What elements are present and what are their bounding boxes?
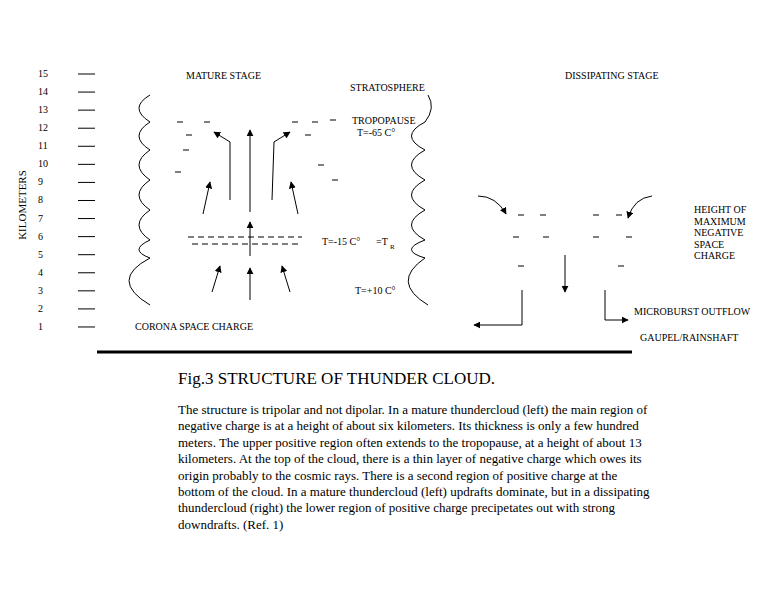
axis-tick xyxy=(78,164,95,165)
axis-ticks xyxy=(78,74,95,327)
figure-label: =T xyxy=(376,236,388,248)
figure-label: T=-65 C° xyxy=(357,127,395,139)
negative-charge xyxy=(513,215,632,266)
figure-label: MATURE STAGE xyxy=(186,70,261,82)
figure-label: T=-15 C° xyxy=(322,236,360,248)
axis-number: 10 xyxy=(38,158,48,170)
axis-tick xyxy=(78,254,95,255)
cloud-outline xyxy=(408,95,431,305)
axis-number: 4 xyxy=(38,267,43,279)
axis-number: 14 xyxy=(38,86,48,98)
ground-line xyxy=(97,351,632,354)
figure-label: R xyxy=(390,241,395,253)
axis-tick xyxy=(78,326,95,327)
axis-tick xyxy=(78,182,95,183)
axis-number: 7 xyxy=(38,213,43,225)
cloud-outline xyxy=(129,95,150,305)
axis-tick xyxy=(78,92,95,93)
axis-number: 1 xyxy=(38,321,43,333)
figure-label: DISSIPATING STAGE xyxy=(565,70,659,82)
axis-tick xyxy=(78,128,95,129)
axis-number: 12 xyxy=(38,122,48,134)
axis-tick xyxy=(78,146,95,147)
negative-charge-band xyxy=(188,237,302,244)
axis-number: 9 xyxy=(38,176,43,188)
axis-number: 3 xyxy=(38,285,43,297)
figure-label: TROPOPAUSE xyxy=(352,115,416,127)
axis-number: 5 xyxy=(38,249,43,261)
axis-tick xyxy=(78,74,95,75)
axis-tick xyxy=(78,110,95,111)
figure-label: STRATOSPHERE xyxy=(350,82,425,94)
axis-tick xyxy=(78,290,95,291)
axis-number: 13 xyxy=(38,104,48,116)
figure-label: HEIGHT OF MAXIMUM NEGATIVE SPACE CHARGE xyxy=(694,204,760,262)
axis-tick xyxy=(78,200,95,201)
axis-number: 11 xyxy=(38,140,48,152)
axis-tick xyxy=(78,308,95,309)
axis-number: 8 xyxy=(38,194,43,206)
axis-number: 15 xyxy=(38,68,48,80)
figure-caption: Fig.3 STRUCTURE OF THUNDER CLOUD. xyxy=(178,369,495,389)
updraft-arrow xyxy=(203,130,298,300)
figure-label: CORONA SPACE CHARGE xyxy=(135,321,253,333)
negative-charge xyxy=(175,120,338,180)
figure-label: GAUPEL/RAINSHAFT xyxy=(640,332,738,344)
figure-label: MICROBURST OUTFLOW xyxy=(634,306,750,318)
explanation-note: The structure is tripolar and not dipola… xyxy=(178,402,656,533)
axis-number: 2 xyxy=(38,303,43,315)
figure-label: KILOMETERS xyxy=(16,170,28,240)
downdraft-arrow xyxy=(474,196,652,325)
axis-tick xyxy=(78,272,95,273)
axis-tick xyxy=(78,236,95,237)
axis-number: 6 xyxy=(38,231,43,243)
figure-label: T=+10 C° xyxy=(355,285,396,297)
axis-tick xyxy=(78,218,95,219)
